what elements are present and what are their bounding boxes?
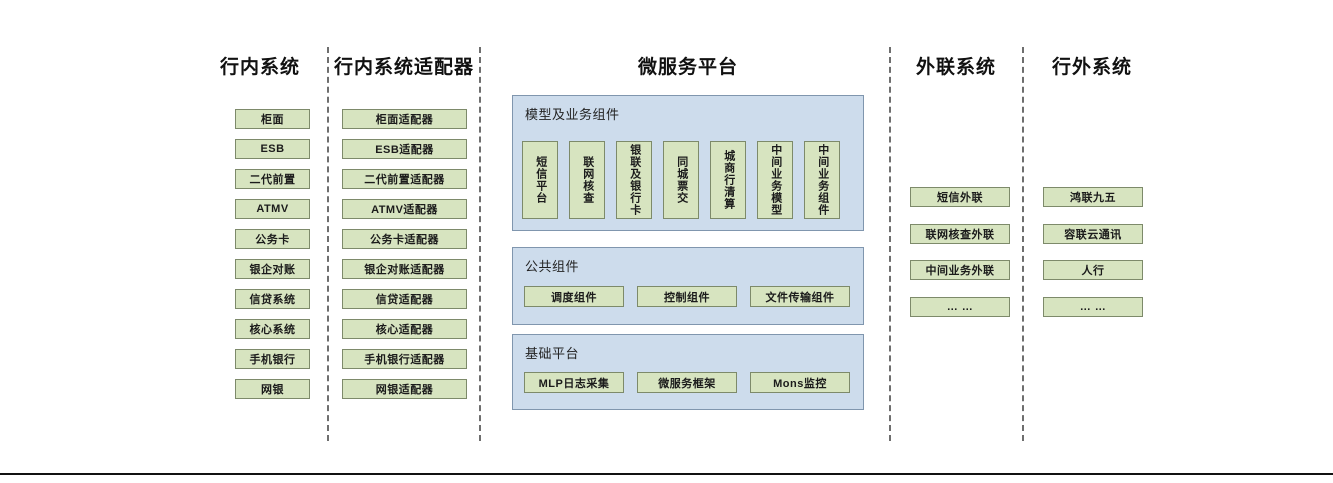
- list-item[interactable]: 信贷系统: [235, 289, 310, 309]
- list-item[interactable]: 中间业务组件: [804, 141, 840, 219]
- list-item[interactable]: ESB适配器: [342, 139, 467, 159]
- list-item[interactable]: 控制组件: [637, 286, 737, 307]
- list-item[interactable]: MLP日志采集: [524, 372, 624, 393]
- list-item[interactable]: 公务卡适配器: [342, 229, 467, 249]
- panel-title-public-components: 公共组件: [525, 259, 580, 274]
- list-item[interactable]: 二代前置: [235, 169, 310, 189]
- list-item[interactable]: 调度组件: [524, 286, 624, 307]
- bottom-divider: [0, 473, 1333, 475]
- list-item[interactable]: 短信平台: [522, 141, 558, 219]
- column-title-microservice-platform: 微服务平台: [637, 57, 738, 78]
- list-item[interactable]: 文件传输组件: [750, 286, 850, 307]
- column-title-in-bank-systems: 行内系统: [219, 57, 300, 78]
- list-item[interactable]: 人行: [1043, 260, 1143, 280]
- list-item[interactable]: 容联云通讯: [1043, 224, 1143, 244]
- column-title-in-bank-adapters: 行内系统适配器: [333, 57, 474, 78]
- list-item[interactable]: 鸿联九五: [1043, 187, 1143, 207]
- list-item[interactable]: 网银: [235, 379, 310, 399]
- column-divider-2: [479, 47, 481, 441]
- list-item[interactable]: … …: [910, 297, 1010, 317]
- list-item[interactable]: Mons监控: [750, 372, 850, 393]
- list-item[interactable]: 银联及银行卡: [616, 141, 652, 219]
- list-item[interactable]: 银企对账适配器: [342, 259, 467, 279]
- list-item[interactable]: 中间业务模型: [757, 141, 793, 219]
- list-item[interactable]: 手机银行: [235, 349, 310, 369]
- column-divider-3: [889, 47, 891, 441]
- list-item[interactable]: 微服务框架: [637, 372, 737, 393]
- list-item[interactable]: 信贷适配器: [342, 289, 467, 309]
- list-item[interactable]: 银企对账: [235, 259, 310, 279]
- panel-title-model-and-business-components: 模型及业务组件: [525, 107, 620, 122]
- column-title-external-link-systems: 外联系统: [915, 57, 996, 78]
- list-item[interactable]: 柜面: [235, 109, 310, 129]
- column-title-off-bank-systems: 行外系统: [1051, 57, 1132, 78]
- list-item[interactable]: ATMV适配器: [342, 199, 467, 219]
- list-item[interactable]: 二代前置适配器: [342, 169, 467, 189]
- list-item[interactable]: 核心系统: [235, 319, 310, 339]
- list-item[interactable]: 同城票交: [663, 141, 699, 219]
- list-item[interactable]: 城商行清算: [710, 141, 746, 219]
- panel-title-base-platform: 基础平台: [525, 346, 580, 361]
- list-item[interactable]: 联网核查: [569, 141, 605, 219]
- list-item[interactable]: 中间业务外联: [910, 260, 1010, 280]
- list-item[interactable]: 手机银行适配器: [342, 349, 467, 369]
- list-item[interactable]: 柜面适配器: [342, 109, 467, 129]
- list-item[interactable]: 联网核查外联: [910, 224, 1010, 244]
- list-item[interactable]: ATMV: [235, 199, 310, 219]
- list-item[interactable]: 短信外联: [910, 187, 1010, 207]
- list-item[interactable]: 核心适配器: [342, 319, 467, 339]
- list-item[interactable]: ESB: [235, 139, 310, 159]
- column-divider-1: [327, 47, 329, 441]
- column-divider-4: [1022, 47, 1024, 441]
- list-item[interactable]: … …: [1043, 297, 1143, 317]
- list-item[interactable]: 公务卡: [235, 229, 310, 249]
- list-item[interactable]: 网银适配器: [342, 379, 467, 399]
